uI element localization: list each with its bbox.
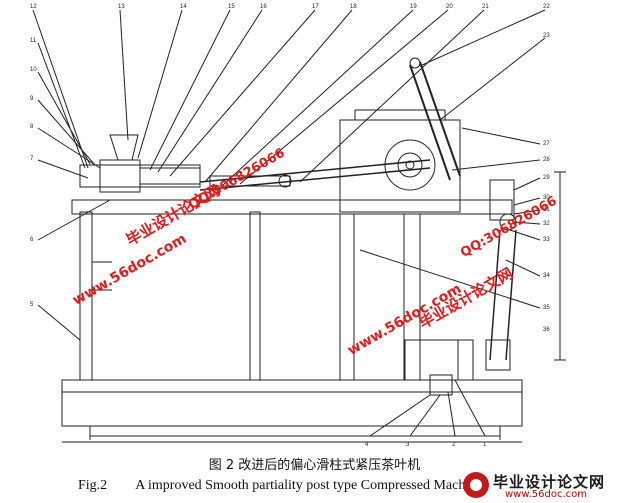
part-label-16: 16 xyxy=(260,4,267,10)
part-label-36: 36 xyxy=(543,327,550,333)
machine-drawing: 12 13 14 15 16 17 18 19 20 21 22 23 11 1… xyxy=(30,4,566,448)
site-logo: 毕业设计论文网 www.56doc.com xyxy=(461,470,623,502)
part-label-33: 33 xyxy=(543,237,550,243)
base-plate xyxy=(61,379,523,427)
part-label-4: 4 xyxy=(365,442,369,448)
part-label-9: 9 xyxy=(30,96,34,102)
figure-label: Fig.2 xyxy=(78,478,108,493)
part-label-3: 3 xyxy=(406,442,410,448)
part-label-8: 8 xyxy=(30,124,34,130)
eccentric-wheel xyxy=(384,139,436,191)
part-label-29: 29 xyxy=(543,175,550,181)
part-label-21: 21 xyxy=(482,4,489,10)
part-label-20: 20 xyxy=(446,4,453,10)
figure-caption-en: Fig.2 A improved Smooth partiality post t… xyxy=(78,478,469,494)
part-label-6: 6 xyxy=(30,237,34,243)
part-label-32: 32 xyxy=(543,221,550,227)
part-label-1: 1 xyxy=(483,442,487,448)
motor xyxy=(404,339,474,381)
logo-title: 毕业设计论文网 xyxy=(493,473,606,491)
part-label-22: 22 xyxy=(543,4,550,10)
part-label-19: 19 xyxy=(410,4,417,10)
part-label-7: 7 xyxy=(30,156,34,162)
part-label-27: 27 xyxy=(543,141,550,147)
part-label-34: 34 xyxy=(543,273,550,279)
part-label-35: 35 xyxy=(543,305,550,311)
figure-caption-text: A improved Smooth partiality post type C… xyxy=(135,478,470,493)
part-label-30: 30 xyxy=(543,195,550,201)
part-label-17: 17 xyxy=(312,4,319,10)
part-label-14: 14 xyxy=(180,4,187,10)
part-label-15: 15 xyxy=(228,4,235,10)
logo-url: www.56doc.com xyxy=(505,489,588,500)
part-label-2: 2 xyxy=(452,442,456,448)
part-label-11: 11 xyxy=(30,38,37,44)
part-label-23: 23 xyxy=(543,33,550,39)
figure-caption-cn: 图 2 改进后的偏心滑柱式紧压茶叶机 xyxy=(208,458,421,473)
part-label-18: 18 xyxy=(350,4,357,10)
part-label-31: 31 xyxy=(543,207,550,213)
part-label-5: 5 xyxy=(30,302,34,308)
table-plate xyxy=(71,199,513,215)
gearbox xyxy=(339,119,461,213)
part-label-13: 13 xyxy=(118,4,125,10)
part-label-12: 12 xyxy=(30,4,37,10)
part-label-28: 28 xyxy=(543,157,550,163)
part-label-10: 10 xyxy=(30,67,37,73)
